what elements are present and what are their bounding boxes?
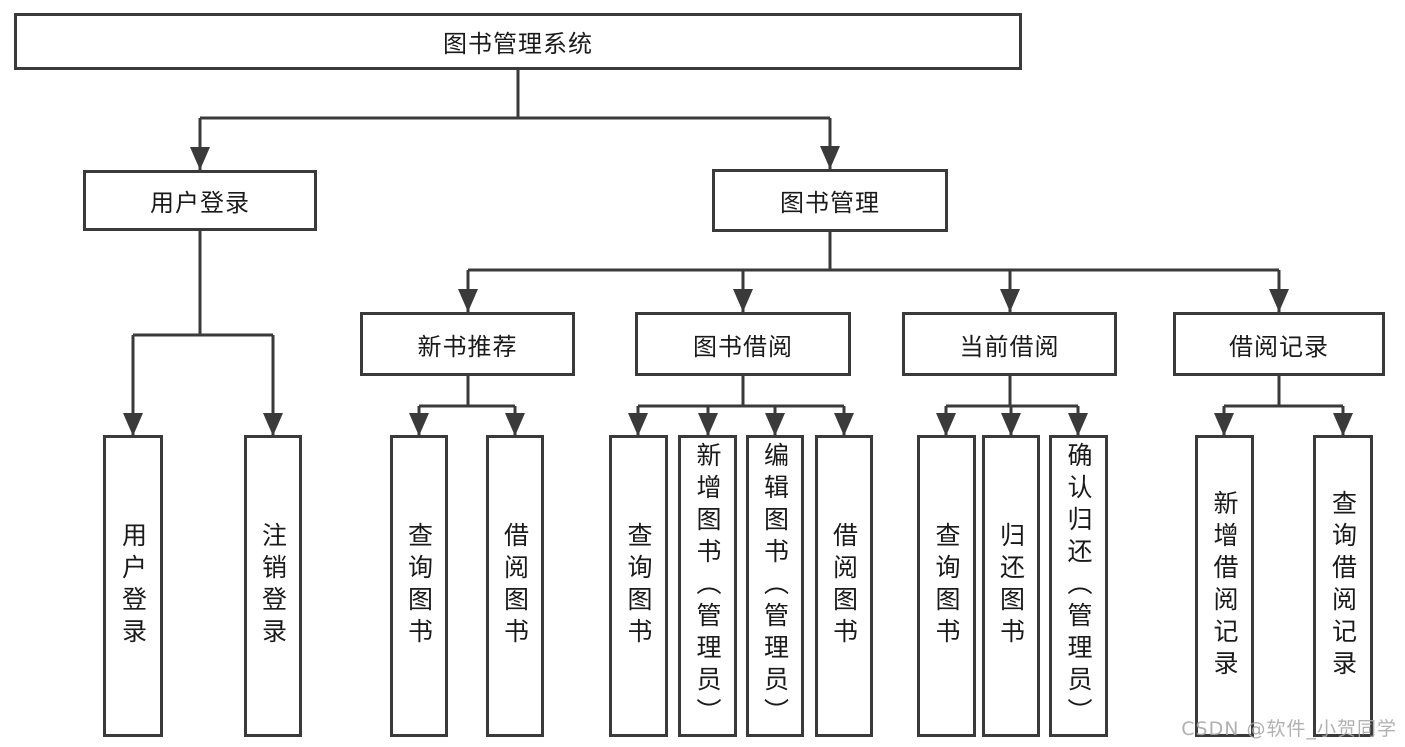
leaf-records-add-record: 新增借阅记录 — [1195, 435, 1254, 737]
node-borrowing-records: 借阅记录 — [1173, 312, 1385, 376]
leaf-borrowing-borrow-books: 借阅图书 — [815, 435, 873, 737]
leaf-newbook-borrow-books: 借阅图书 — [486, 435, 544, 737]
leaf-current-return-books: 归还图书 — [982, 435, 1040, 737]
node-label: 新增借阅记录 — [1210, 490, 1239, 682]
node-label: 新书推荐 — [417, 332, 518, 361]
node-label: 确认归还（管理员） — [1064, 442, 1093, 730]
leaf-current-query-books: 查询图书 — [917, 435, 976, 737]
node-label: 图书管理系统 — [443, 30, 593, 58]
node-label: 注销登录 — [258, 522, 288, 650]
leaf-borrowing-query-books: 查询图书 — [609, 435, 668, 737]
node-book-borrowing: 图书借阅 — [635, 312, 851, 376]
node-label: 查询图书 — [404, 522, 434, 650]
leaf-borrowing-edit-books-admin: 编辑图书（管理员） — [746, 435, 804, 737]
node-label: 用户登录 — [150, 189, 250, 217]
csdn-watermark: CSDN @软件_小贺同学 — [1181, 718, 1397, 740]
node-label: 编辑图书（管理员） — [760, 442, 790, 730]
node-label: 归还图书 — [996, 522, 1026, 650]
node-current-borrowing: 当前借阅 — [902, 312, 1117, 376]
node-label: 借阅图书 — [829, 522, 859, 650]
node-book-management-branch: 图书管理 — [712, 169, 948, 232]
node-user-login-branch: 用户登录 — [83, 170, 317, 231]
node-new-book-recommend: 新书推荐 — [360, 312, 575, 376]
leaf-user-login: 用户登录 — [103, 435, 163, 737]
leaf-records-query-record: 查询借阅记录 — [1313, 435, 1373, 737]
node-label: 图书借阅 — [693, 332, 793, 361]
leaf-borrowing-add-books-admin: 新增图书（管理员） — [678, 435, 737, 737]
leaf-current-confirm-return-admin: 确认归还（管理员） — [1049, 435, 1108, 737]
node-label: 新增图书（管理员） — [693, 442, 722, 730]
leaf-logout: 注销登录 — [244, 435, 302, 737]
node-label: 当前借阅 — [959, 332, 1060, 361]
leaf-newbook-query-books: 查询图书 — [390, 435, 448, 737]
node-label: 借阅记录 — [1229, 332, 1329, 361]
node-label: 图书管理 — [780, 189, 880, 217]
node-label: 借阅图书 — [500, 522, 530, 650]
node-label: 用户登录 — [118, 522, 148, 650]
node-label: 查询图书 — [624, 522, 653, 650]
node-library-management-system: 图书管理系统 — [14, 13, 1022, 70]
node-label: 查询图书 — [932, 522, 961, 650]
node-label: 查询借阅记录 — [1328, 490, 1358, 682]
